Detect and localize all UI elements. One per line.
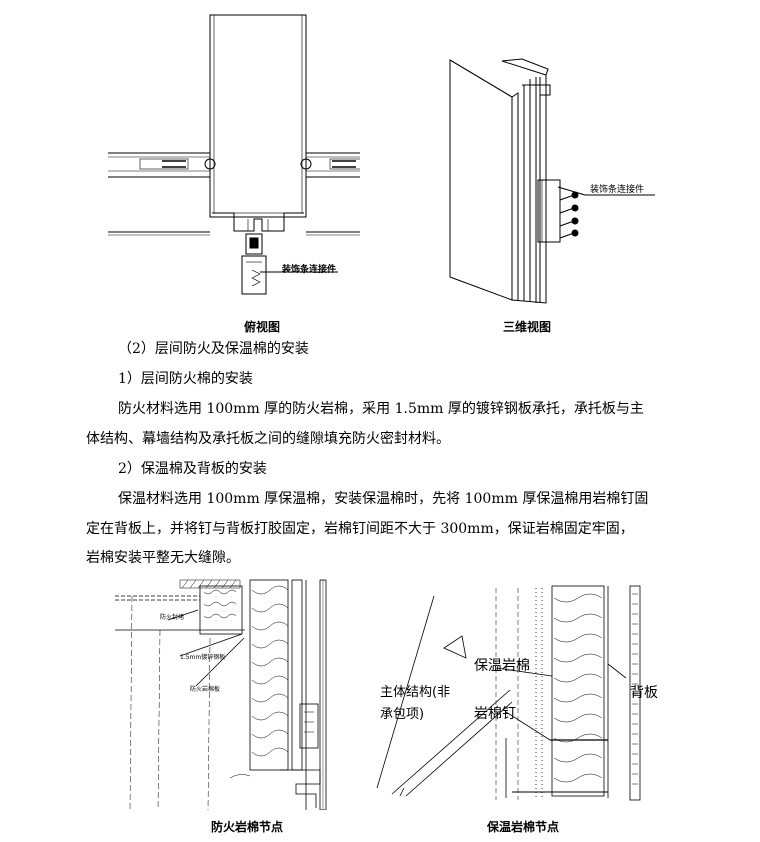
insulation-node-label-insulation: 保温岩棉 (474, 658, 530, 674)
subsection-1-title: 1）层间防火棉的安装 (118, 371, 253, 387)
subsection-2-line-1: 保温材料选用 100mm 厚保温棉，安装保温棉时，先将 100mm 厚保温棉用岩… (118, 491, 649, 507)
3d-view-drawing (449, 58, 655, 304)
insulation-node-label-structure-2: 承包项) (380, 707, 425, 722)
fire-node-label-fire-seal: 防火封堵 (160, 614, 185, 621)
insulation-rockwool-node-drawing (376, 585, 641, 801)
insulation-node-label-backplate: 背板 (630, 685, 658, 701)
fire-rockwool-node-drawing (115, 579, 327, 810)
top-left-callout: 装饰条连接件 (282, 265, 337, 275)
fire-node-label-rockwool: 防火岩棉板 (190, 686, 221, 693)
insulation-node-label-nail: 岩棉钉 (474, 706, 516, 722)
insulation-node-caption: 保温岩棉节点 (486, 820, 559, 834)
top-right-caption: 三维视图 (502, 320, 551, 334)
subsection-1-line-2: 体结构、幕墙结构及承托板之间的缝隙填充防火密封材料。 (86, 431, 450, 447)
subsection-1-line-1: 防火材料选用 100mm 厚的防火岩棉，采用 1.5mm 厚的镀锌钢板承托，承托… (118, 401, 644, 417)
fire-node-caption: 防火岩棉节点 (210, 820, 283, 834)
section-heading: （2）层间防火及保温棉的安装 (118, 341, 309, 357)
fire-node-label-steel-plate: 1.5mm镀锌钢板 (180, 654, 226, 661)
top-right-callout: 装饰条连接件 (590, 185, 645, 195)
top-left-caption: 俯视图 (243, 320, 280, 334)
subsection-2-line-2: 定在背板上，并将钉与背板打胶固定，岩棉钉间距不大于 300mm，保证岩棉固定牢固… (86, 521, 634, 537)
insulation-node-label-structure-1: 主体结构(非 (380, 685, 451, 700)
top-view-drawing (108, 14, 360, 295)
subsection-2-title: 2）保温棉及背板的安装 (118, 461, 267, 477)
subsection-2-line-3: 岩棉安装平整无大缝隙。 (86, 550, 240, 566)
